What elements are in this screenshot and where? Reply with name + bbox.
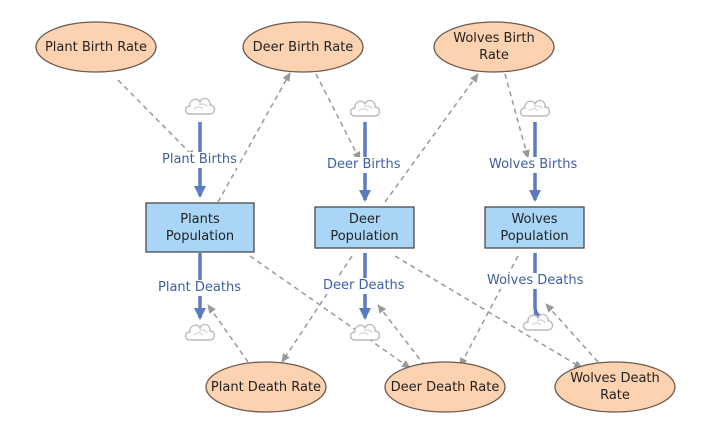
influence-links bbox=[117, 72, 599, 369]
wolves-death-rate-label: Wolves Death Rate bbox=[570, 371, 660, 403]
deer-death-rate-label: Deer Death Rate bbox=[390, 379, 500, 395]
wolves-death-rate-ellipse bbox=[554, 361, 676, 413]
deer-population-box bbox=[314, 206, 415, 249]
deer-death-rate-ellipse bbox=[384, 361, 506, 413]
cloud-icon bbox=[522, 313, 554, 331]
link-plants-to-deer-death-rate bbox=[249, 255, 411, 369]
deer-birth-rate-ellipse bbox=[242, 21, 364, 73]
wolves-birth-rate-ellipse bbox=[433, 21, 555, 73]
cloud-icon bbox=[184, 323, 216, 341]
deer-births-label: Deer Births bbox=[325, 157, 403, 173]
stock-boxes bbox=[145, 202, 585, 253]
cloud-icon bbox=[184, 97, 216, 115]
deer-deaths-label: Deer Deaths bbox=[321, 278, 407, 294]
cloud-icon bbox=[349, 323, 381, 341]
link-plant-birth-rate-to-plant-births bbox=[117, 79, 196, 159]
plant-death-rate-label: Plant Death Rate bbox=[210, 379, 322, 395]
wolves-births-label: Wolves Births bbox=[487, 157, 580, 173]
wolves-population-label: Wolves Population bbox=[500, 211, 569, 244]
plant-birth-rate-label: Plant Birth Rate bbox=[44, 39, 148, 55]
link-deer-to-plant-death-rate bbox=[281, 255, 353, 363]
deer-birth-rate-label: Deer Birth Rate bbox=[252, 39, 354, 55]
deer-population-label: Deer Population bbox=[330, 211, 399, 244]
link-plant-death-rate-to-plant-deaths bbox=[207, 304, 249, 363]
wolves-birth-rate-label: Wolves Birth Rate bbox=[453, 31, 535, 63]
plant-death-rate-ellipse bbox=[205, 361, 327, 413]
cloud-icon bbox=[519, 99, 551, 117]
link-wolves-death-rate-to-wolves-deaths bbox=[545, 303, 599, 363]
plants-population-box bbox=[145, 202, 255, 253]
wolves-population-box bbox=[484, 206, 585, 249]
link-deer-death-rate-to-deer-deaths bbox=[377, 304, 426, 367]
wolves-deaths-label: Wolves Deaths bbox=[485, 273, 586, 289]
link-plants-to-deer-birth-rate bbox=[217, 72, 291, 203]
plants-population-label: Plants Population bbox=[165, 211, 235, 244]
link-wolves-birth-rate-to-wolves-births bbox=[504, 73, 530, 159]
cloud-icon bbox=[349, 99, 381, 117]
link-deer-birth-rate-to-deer-births bbox=[315, 73, 361, 161]
plant-births-label: Plant Births bbox=[160, 152, 239, 168]
link-deer-to-wolves-birth-rate bbox=[384, 73, 479, 203]
plant-deaths-label: Plant Deaths bbox=[156, 280, 243, 296]
rate-ellipses bbox=[35, 21, 676, 413]
plant-birth-rate-ellipse bbox=[35, 21, 157, 73]
